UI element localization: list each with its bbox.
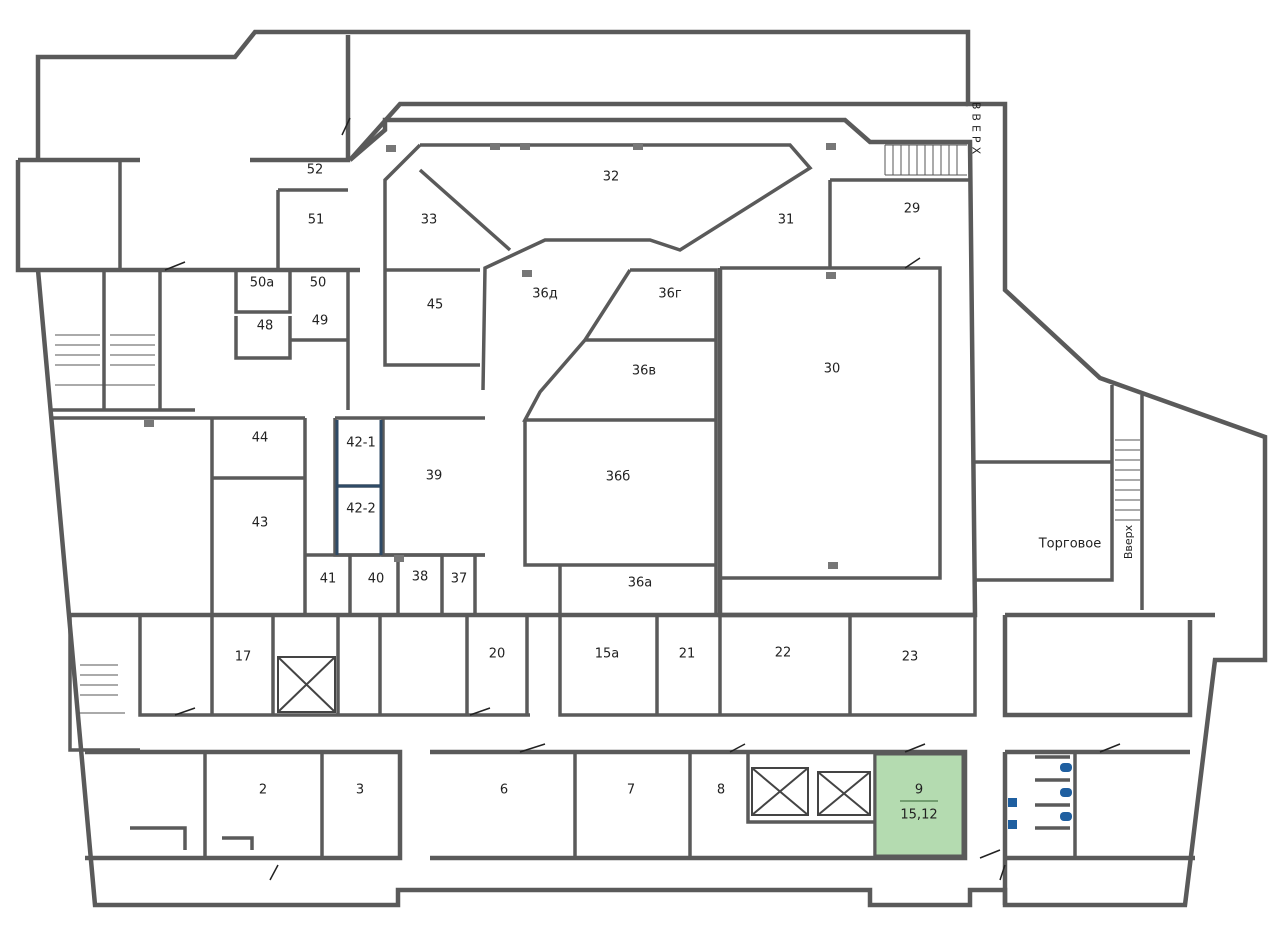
room-label: 20 [489, 647, 506, 662]
elevators [277, 656, 871, 816]
sink-icon [1008, 798, 1017, 807]
room-label: 49 [312, 314, 329, 329]
stair-up-label-rotated: Вверх [1122, 524, 1135, 559]
room-labels: 52 51 50а 50 48 49 32 33 31 29 45 36д 36… [235, 163, 1102, 798]
room-label: 52 [307, 163, 324, 178]
room-label: 36а [628, 576, 653, 591]
room-label: 15а [595, 647, 620, 662]
room-label: 42-2 [346, 502, 376, 517]
room-label: 3 [356, 783, 364, 798]
room-label: 17 [235, 650, 252, 665]
room-label: 7 [627, 783, 635, 798]
room-label: 30 [824, 362, 841, 377]
room-9-area: 15,12 [900, 808, 937, 823]
room-9-number: 9 [915, 783, 923, 798]
room-label: 29 [904, 202, 921, 217]
toilet-icon [1060, 788, 1072, 797]
room-label: 36в [632, 364, 656, 379]
room-label: 39 [426, 469, 443, 484]
room-label: 36б [606, 470, 631, 485]
toilet-icon [1060, 763, 1072, 772]
stairs [55, 144, 1140, 714]
stair-up-label: ВВЕРХ [970, 102, 983, 158]
room-label: 45 [427, 298, 444, 313]
room-label: Торговое [1038, 537, 1102, 552]
room-label: 21 [679, 647, 696, 662]
room-label: 32 [603, 170, 620, 185]
room-label: 50 [310, 276, 327, 291]
selected-room[interactable]: 9 15,12 [873, 752, 965, 858]
room-label: 48 [257, 319, 274, 334]
room-label: 36д [532, 287, 558, 302]
room-label: 42-1 [346, 436, 376, 451]
room-label: 6 [500, 783, 508, 798]
room-label: 40 [368, 572, 385, 587]
walls [15, 29, 1268, 908]
room-9-fill[interactable] [873, 752, 965, 858]
columns [144, 143, 838, 569]
room-label: 2 [259, 783, 267, 798]
room-label: 22 [775, 646, 792, 661]
toilet-icon [1060, 812, 1072, 821]
room-label: 23 [902, 650, 919, 665]
sink-icon [1008, 820, 1017, 829]
room-label: 50а [250, 276, 275, 291]
room-label: 51 [308, 213, 325, 228]
room-label: 33 [421, 213, 438, 228]
room-label: 44 [252, 431, 269, 446]
room-label: 37 [451, 572, 468, 587]
room-label: 41 [320, 572, 337, 587]
restroom-fixtures [1008, 755, 1072, 830]
room-label: 38 [412, 570, 429, 585]
room-label: 31 [778, 213, 795, 228]
room-label: 36г [658, 287, 682, 302]
doors [164, 117, 1121, 881]
room-label: 8 [717, 783, 725, 798]
room-label: 43 [252, 516, 269, 531]
stair-labels: ВВЕРХ Вверх [970, 102, 1136, 559]
